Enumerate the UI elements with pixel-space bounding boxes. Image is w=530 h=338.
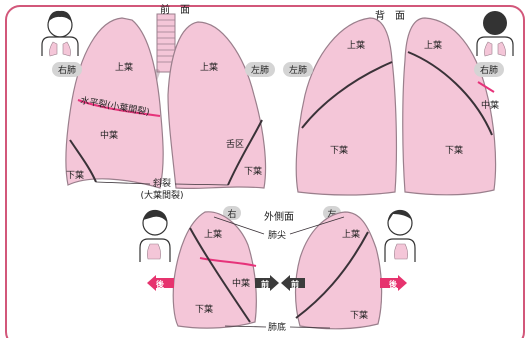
back-left-lung-pill: 左肺 xyxy=(283,62,313,77)
back-right-lung-pill: 右肺 xyxy=(474,62,504,77)
label-right-lung-back: 右肺 xyxy=(480,64,498,76)
back-person-icon xyxy=(477,11,513,56)
label-front-left-lower: 下葉 xyxy=(244,165,262,177)
label-lateral-left-upper: 上葉 xyxy=(342,228,360,240)
label-base: 肺底 xyxy=(268,321,286,333)
label-back-right-middle: 中葉 xyxy=(481,99,499,111)
label-lateral-left-lower: 下葉 xyxy=(350,309,368,321)
lateral-right-person-icon xyxy=(140,210,170,262)
label-back-view: 背 面 xyxy=(375,9,405,22)
front-right-lung-pill: 右肺 xyxy=(52,62,82,77)
label-front-lingula: 舌区 xyxy=(226,139,244,150)
label-back-right-lower: 下葉 xyxy=(445,144,463,156)
label-back-left-lower: 下葉 xyxy=(330,144,348,156)
label-anterior-right-lung: 前 xyxy=(261,279,269,289)
label-left-lung-back: 左肺 xyxy=(289,64,307,76)
label-oblique-2: (大葉間裂) xyxy=(140,189,183,201)
label-lateral-right-upper: 上葉 xyxy=(204,228,222,240)
label-front-left-upper: 上葉 xyxy=(200,61,218,73)
label-apex: 肺尖 xyxy=(268,229,286,241)
label-right-lung-front: 右肺 xyxy=(58,64,76,76)
front-left-lung-pill: 左肺 xyxy=(245,62,275,77)
lateral-left-lung xyxy=(296,212,382,329)
label-anterior-left-lung: 前 xyxy=(291,279,299,289)
label-posterior-right: 後 xyxy=(389,279,398,289)
label-left-lung-front: 左肺 xyxy=(251,64,269,76)
label-front-right-upper: 上葉 xyxy=(115,61,133,73)
anterior-arrow-right-lung: 前 xyxy=(255,275,279,291)
front-person-icon xyxy=(42,11,78,56)
label-back-right-upper: 上葉 xyxy=(424,39,442,51)
posterior-arrow-right: 後 xyxy=(380,275,407,291)
label-front-view: 前 面 xyxy=(160,3,190,16)
label-front-right-lower: 下葉 xyxy=(66,169,84,181)
label-lateral-right: 右 xyxy=(227,208,236,220)
label-lateral-view: 外側面 xyxy=(264,210,294,223)
lateral-left-person-icon xyxy=(385,210,415,262)
label-lateral-right-lower: 下葉 xyxy=(195,303,213,315)
label-front-right-middle: 中葉 xyxy=(100,129,118,141)
label-posterior-left: 後 xyxy=(156,279,165,289)
label-oblique-1: 斜裂 xyxy=(153,177,171,189)
label-back-left-upper: 上葉 xyxy=(347,39,365,51)
front-left-lung xyxy=(168,22,266,188)
posterior-arrow-left: 後 xyxy=(147,275,174,291)
label-lateral-right-middle: 中葉 xyxy=(232,277,250,289)
